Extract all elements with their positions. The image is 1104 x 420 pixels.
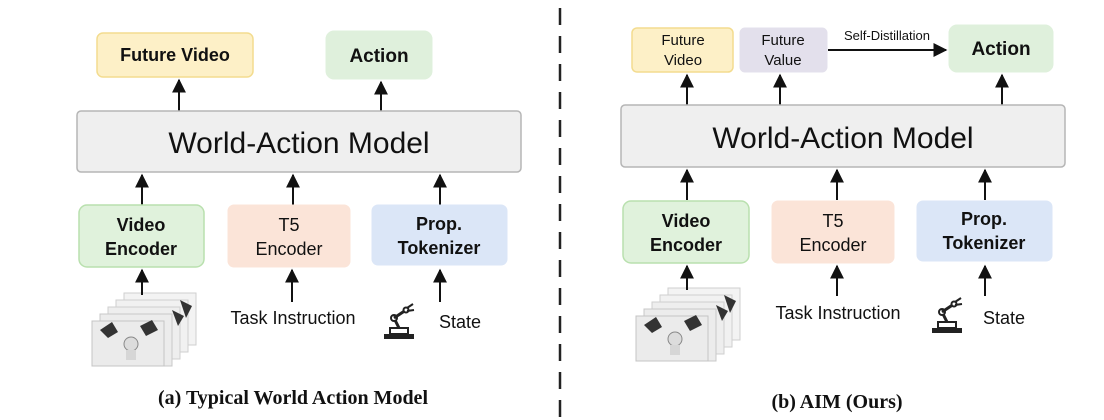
right-action-box: Action [948,24,1054,73]
left-world-action-model-box: World-Action Model [76,110,522,173]
right-t5-encoder-box: T5 Encoder [771,200,895,264]
right-model-label: World-Action Model [712,122,973,155]
left-prop-tokenizer-line1: Prop. [416,214,462,234]
left-robot-arm-icon [382,302,416,341]
left-video-encoder-line2: Encoder [105,239,177,259]
right-future-video-line2: Video [664,52,702,69]
right-action-label: Action [971,39,1030,60]
left-state-label: State [439,312,481,332]
right-future-video-line1: Future [661,32,704,49]
right-world-action-model-box: World-Action Model [620,104,1066,168]
left-t5-encoder-line1: T5 [278,215,299,235]
left-task-instruction-label: Task Instruction [230,308,355,328]
right-future-value-line1: Future [761,32,804,49]
left-panel: Future Video Action World-Action Model V… [76,30,522,409]
left-video-frames-image [91,292,197,367]
left-action-label: Action [349,46,408,67]
right-t5-encoder-line1: T5 [822,211,843,231]
left-action-box: Action [325,30,433,80]
right-video-encoder-box: Video Encoder [622,200,750,264]
right-prop-tokenizer-line1: Prop. [961,209,1007,229]
right-t5-encoder-line2: Encoder [799,235,866,255]
right-video-encoder-line2: Encoder [650,235,722,255]
right-self-distillation-label: Self-Distillation [844,28,930,43]
left-model-label: World-Action Model [168,127,429,160]
right-prop-tokenizer-line2: Tokenizer [943,233,1026,253]
right-robot-arm-icon [930,296,964,335]
left-video-encoder-line1: Video [117,215,166,235]
left-t5-encoder-box: T5 Encoder [227,204,351,268]
right-future-value-line2: Value [764,52,801,69]
right-panel: Future Video Future Value Action Self-Di… [620,24,1066,413]
right-prop-tokenizer-box: Prop. Tokenizer [916,200,1053,262]
left-prop-tokenizer-line2: Tokenizer [398,238,481,258]
left-future-video-box: Future Video [96,32,254,78]
right-video-frames-image [635,287,741,362]
left-prop-tokenizer-box: Prop. Tokenizer [371,204,508,266]
right-caption: (b) AIM (Ours) [771,391,902,413]
right-task-instruction-label: Task Instruction [775,303,900,323]
right-video-encoder-line1: Video [662,211,711,231]
left-future-video-label: Future Video [120,45,230,65]
right-future-value-box: Future Value [739,27,828,73]
left-caption: (a) Typical World Action Model [158,387,428,409]
left-t5-encoder-line2: Encoder [255,239,322,259]
right-future-video-box: Future Video [631,27,734,73]
left-video-encoder-box: Video Encoder [78,204,205,268]
right-state-label: State [983,308,1025,328]
